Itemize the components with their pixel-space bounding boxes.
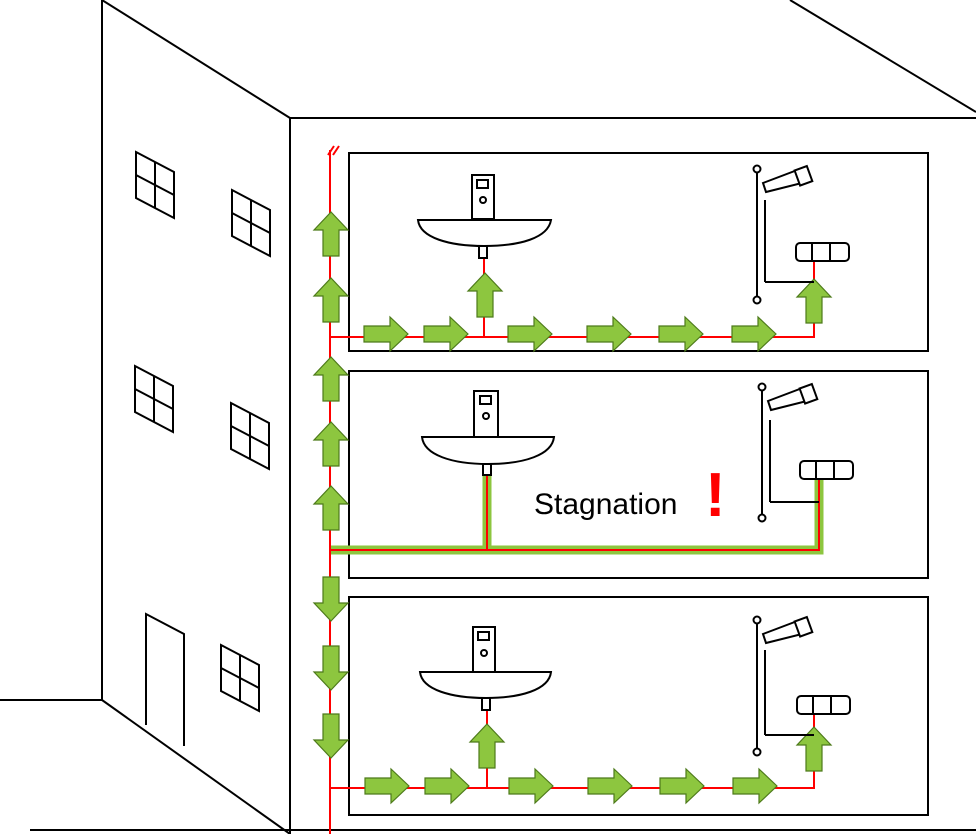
side-windows: [134, 150, 271, 746]
window: [134, 364, 174, 434]
floor-middle: [348, 370, 929, 579]
pipe-lower: [330, 710, 815, 789]
shower-middle: [757, 382, 854, 523]
flow-arrow-right: [508, 767, 554, 805]
stagnation-label: Stagnation: [534, 488, 677, 521]
flow-arrow-right: [658, 315, 704, 353]
flow-arrow-down: [312, 645, 350, 691]
window: [231, 188, 271, 258]
flow-arrows: [312, 211, 833, 805]
flow-arrow-right: [424, 767, 470, 805]
shower-upper: [752, 164, 850, 305]
flow-arrow-up: [312, 485, 350, 531]
floor-boxes: [348, 152, 929, 816]
washbasin-lower: [418, 626, 553, 711]
washbasin-upper: [416, 174, 553, 259]
flow-arrow-up: [312, 421, 350, 467]
flow-arrow-up: [795, 726, 833, 772]
shower-lower: [752, 615, 851, 757]
flow-arrow-up: [468, 723, 506, 769]
flow-arrow-right: [423, 315, 469, 353]
window: [230, 401, 270, 471]
flow-arrow-down: [312, 576, 350, 622]
flow-arrow-right: [364, 767, 410, 805]
window: [135, 150, 175, 220]
pipe-middle: [330, 476, 820, 551]
flow-arrow-right: [587, 767, 633, 805]
flow-arrow-up: [312, 277, 350, 323]
floor-upper: [348, 152, 929, 352]
floor-lower: [348, 596, 929, 816]
stagnation-mark: !: [705, 461, 726, 530]
flow-arrow-right: [586, 315, 632, 353]
flow-arrow-right: [659, 767, 705, 805]
fixtures: [416, 164, 854, 757]
window: [220, 643, 260, 713]
flow-arrow-up: [795, 278, 833, 324]
flow-arrow-right: [732, 767, 778, 805]
flow-arrow-up: [312, 356, 350, 402]
flow-arrow-down: [312, 713, 350, 759]
flow-arrow-right: [731, 315, 777, 353]
flow-arrow-up: [312, 211, 350, 257]
washbasin-middle: [420, 390, 556, 476]
flow-arrow-right: [363, 315, 409, 353]
flow-arrow-up: [466, 272, 504, 318]
flow-arrow-right: [507, 315, 553, 353]
door: [145, 612, 185, 746]
